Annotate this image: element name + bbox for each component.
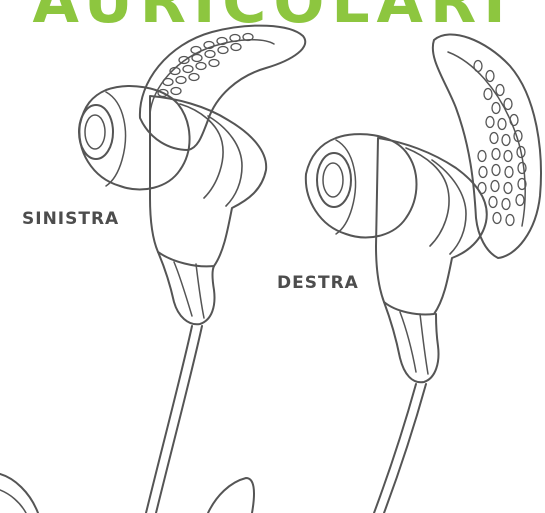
left-earbud-cable-edge [156, 326, 202, 513]
left-ear-tip-edge [106, 92, 125, 186]
bottom-center-partial-earbud [208, 478, 254, 513]
left-earbud-cable [146, 326, 192, 513]
left-wing-perforations [158, 34, 253, 97]
left-earbud-label: SINISTRA [22, 211, 119, 228]
right-ear-tip [306, 134, 417, 237]
right-ear-tip-opening [317, 153, 351, 207]
left-earbud-stem [158, 252, 214, 324]
right-earbud-label: DESTRA [277, 275, 359, 292]
right-ear-wing [433, 34, 541, 258]
right-earbud-cable-edge [384, 384, 426, 513]
left-ear-tip [79, 86, 189, 189]
bottom-left-partial-earbud-edge [0, 490, 26, 513]
left-housing-ring-2 [208, 116, 242, 206]
left-stem-detail-2 [196, 264, 204, 318]
left-ear-tip-inner [85, 115, 105, 149]
left-earbud [79, 26, 305, 513]
right-stem-detail-2 [420, 314, 428, 374]
left-ear-tip-opening [79, 105, 113, 159]
right-earbud-cable [374, 384, 416, 513]
right-ear-tip-inner [323, 163, 343, 197]
